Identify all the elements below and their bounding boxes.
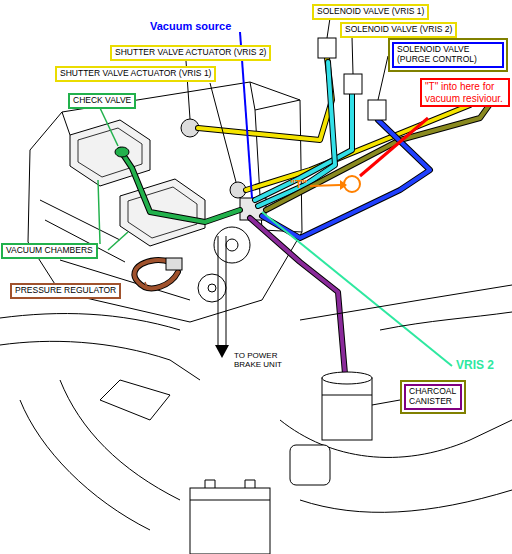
callout-box: "T" into here for vacuum resiviour. xyxy=(420,78,510,107)
vris2-leader xyxy=(262,212,452,366)
callout-text: SOLENOID VALVE (PURGE CONTROL) xyxy=(392,42,504,68)
callout-text: SHUTTER VALVE ACTUATOR (VRIS 1) xyxy=(57,68,214,80)
charcoal-canister xyxy=(322,378,372,440)
battery xyxy=(190,488,270,554)
leader-line xyxy=(210,83,236,182)
callout-text: SHUTTER VALVE ACTUATOR (VRIS 2) xyxy=(112,47,269,59)
solenoid-valve xyxy=(344,74,362,94)
canister-top xyxy=(322,372,372,384)
callout-box: PRESSURE REGULATOR xyxy=(10,283,121,299)
fender-line xyxy=(300,490,512,512)
body-line xyxy=(0,314,180,330)
callout-text: SOLENOID VALVE (VRIS 1) xyxy=(314,6,427,18)
solenoid-valve xyxy=(318,38,336,58)
leader-line xyxy=(378,56,388,100)
leader-line xyxy=(98,180,100,244)
pulley xyxy=(198,274,226,302)
body-line xyxy=(300,285,512,320)
annotation-label: "T" xyxy=(290,178,307,190)
body-line xyxy=(0,341,200,380)
annotation-label: VRIS 2 xyxy=(456,359,494,372)
body-line xyxy=(380,312,512,330)
reservoir xyxy=(290,445,330,485)
leader-line xyxy=(108,232,128,250)
callout-text: "T" into here for vacuum resiviour. xyxy=(422,80,508,105)
cyan-hose xyxy=(258,62,335,206)
hose-outline xyxy=(255,92,352,200)
orange-arrowhead xyxy=(340,180,347,190)
orange-circle xyxy=(344,176,360,192)
leader-line xyxy=(327,18,330,38)
fender-line xyxy=(20,400,150,530)
canister-band xyxy=(322,395,372,396)
callout-box: VACUUM CHAMBERS xyxy=(1,243,98,259)
leader-line xyxy=(372,400,400,405)
red-pointer-line xyxy=(360,118,428,176)
fender-line xyxy=(60,380,180,500)
pulley-hub xyxy=(226,239,238,251)
pulley-hub xyxy=(208,284,216,292)
yellow-hose xyxy=(198,58,332,140)
annotation-label: Vacuum source xyxy=(150,20,231,32)
callout-box: SHUTTER VALVE ACTUATOR (VRIS 1) xyxy=(55,66,216,82)
cyan-hose xyxy=(255,92,352,200)
hose-outline xyxy=(258,62,335,206)
hose-outline xyxy=(198,58,332,140)
down-arrow xyxy=(215,345,229,358)
callout-box: SOLENOID VALVE (VRIS 1) xyxy=(312,4,429,20)
solenoid-valve xyxy=(368,100,386,120)
callout-box: SOLENOID VALVE (PURGE CONTROL) xyxy=(388,38,508,72)
air-box xyxy=(100,380,170,420)
orange-pointer xyxy=(310,185,340,186)
callout-text: CHARCOAL CANISTER xyxy=(404,384,462,410)
callout-text: SOLENOID VALVE (VRIS 2) xyxy=(342,24,455,36)
callout-text: CHECK VALVE xyxy=(70,95,134,107)
pulley xyxy=(214,227,250,263)
green-hose xyxy=(120,150,240,222)
callout-box: SOLENOID VALVE (VRIS 2) xyxy=(340,22,457,38)
annotation-label: TO POWER BRAKE UNIT xyxy=(234,352,294,370)
hose-outline xyxy=(120,150,240,222)
callout-box: CHECK VALVE xyxy=(68,93,136,109)
leader-line xyxy=(100,108,118,146)
callout-box: CHARCOAL CANISTER xyxy=(400,380,466,414)
brake-hose xyxy=(218,236,226,345)
battery-detail xyxy=(190,480,270,500)
pressure-regulator xyxy=(166,258,182,270)
callout-box: SHUTTER VALVE ACTUATOR (VRIS 2) xyxy=(110,45,271,61)
check-valve xyxy=(115,147,129,157)
leader-line xyxy=(352,37,353,74)
callout-text: VACUUM CHAMBERS xyxy=(3,245,96,257)
callout-text: PRESSURE REGULATOR xyxy=(12,285,119,297)
leader-line xyxy=(145,282,148,290)
